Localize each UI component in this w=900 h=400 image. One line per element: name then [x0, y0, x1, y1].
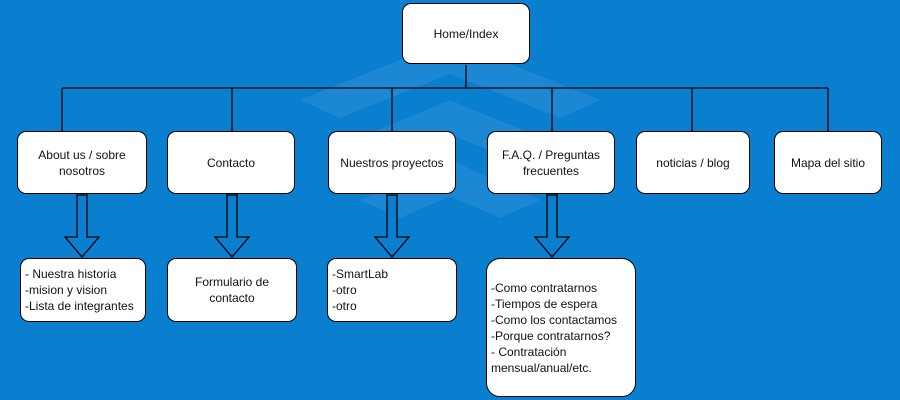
- detail-contacto: Formulario de contacto: [167, 258, 297, 322]
- node-contacto: Contacto: [167, 131, 295, 194]
- node-noticias-blog: noticias / blog: [636, 131, 750, 194]
- node-label: Mapa del sitio: [790, 155, 866, 170]
- detail-text: -Como contratarnos -Tiempos de espera -C…: [491, 280, 618, 375]
- node-nuestros-proyectos: Nuestros proyectos: [328, 131, 456, 194]
- detail-about-us: - Nuestra historia -mision y vision -Lis…: [20, 258, 146, 322]
- detail-text: - Nuestra historia -mision y vision -Lis…: [25, 267, 134, 313]
- node-faq: F.A.Q. / Preguntas frecuentes: [487, 131, 615, 194]
- node-label: Home/Index: [433, 26, 499, 41]
- detail-proyectos: -SmartLab -otro -otro: [327, 258, 457, 322]
- node-label: noticias / blog: [656, 155, 730, 170]
- detail-text: -SmartLab -otro -otro: [332, 267, 389, 313]
- detail-faq: -Como contratarnos -Tiempos de espera -C…: [486, 258, 636, 397]
- down-arrow-icon: [373, 194, 411, 259]
- node-home-index: Home/Index: [402, 3, 530, 64]
- down-arrow-icon: [533, 194, 571, 259]
- node-mapa-del-sitio: Mapa del sitio: [774, 131, 882, 194]
- node-label: About us / sobre nosotros: [38, 147, 126, 178]
- node-label: Contacto: [206, 155, 256, 170]
- detail-text: Formulario de contacto: [194, 275, 270, 305]
- node-label: Nuestros proyectos: [340, 155, 444, 170]
- node-about-us: About us / sobre nosotros: [17, 131, 147, 194]
- connectors: [61, 65, 829, 131]
- down-arrow-icon: [213, 194, 251, 259]
- down-arrow-icon: [63, 194, 101, 259]
- node-label: F.A.Q. / Preguntas frecuentes: [501, 147, 601, 178]
- block-arrows: [63, 194, 571, 259]
